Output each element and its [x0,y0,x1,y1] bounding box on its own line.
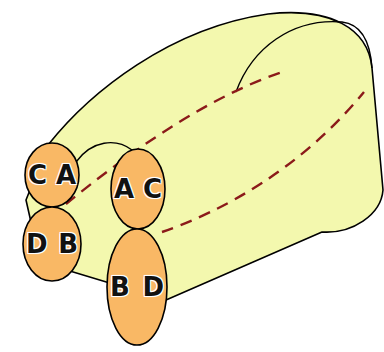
boundary-ellipse: BD [106,228,168,346]
boundary-letter: C [28,162,47,188]
boundary-ellipse: AC [110,148,166,230]
boundary-letter: B [58,231,78,257]
boundary-letter: B [110,274,130,300]
ellipse-fill [23,207,81,281]
hidden-edge [66,72,282,204]
boundary-letter: D [26,231,48,257]
hidden-edge [162,92,364,232]
boundary-letter: A [114,176,134,202]
boundary-letter: D [142,274,164,300]
boundary-ellipse: DB [22,206,82,282]
ellipse-fill [25,143,79,207]
boundary-letter: A [56,162,76,188]
ellipse-fill [111,149,165,229]
boundary-letter: C [143,176,162,202]
boundary-ellipse: CA [24,142,80,208]
ellipse-fill [107,229,167,345]
